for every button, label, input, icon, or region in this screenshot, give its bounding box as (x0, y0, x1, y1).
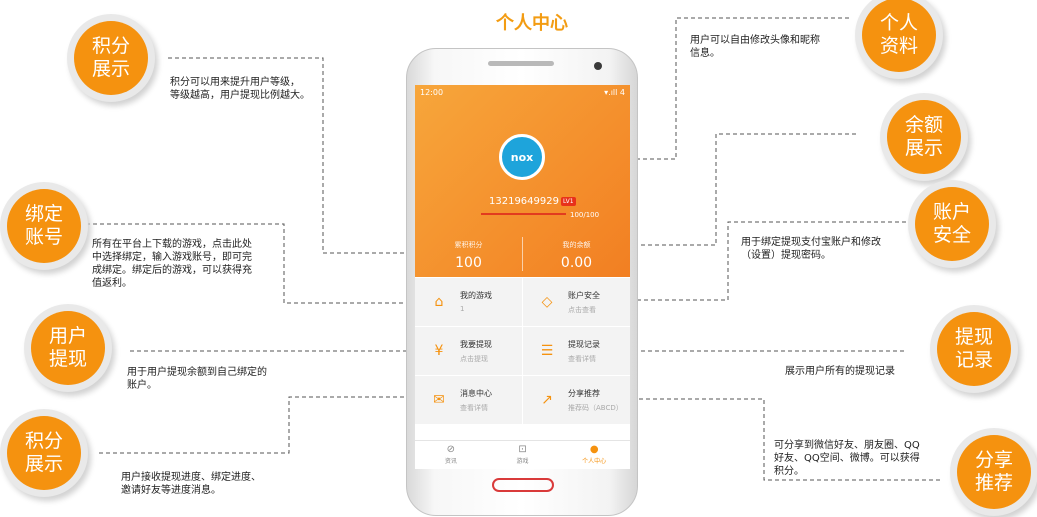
connector-points-bottom (99, 396, 440, 454)
note-points-top: 积分可以用来提升用户等级，等级越高，用户提现比例越大。 (170, 77, 310, 101)
bubble-profile: 个人资料 (862, 0, 936, 72)
bottom-tab-bar: ⊘ 资讯 ⊡ 游戏 ● 个人中心 (415, 440, 630, 469)
connector-points-top (168, 57, 462, 254)
menu-withdraw[interactable]: ¥ 我要提现 点击提现 (415, 327, 522, 375)
controller-icon: ⊡ (518, 444, 527, 455)
stat-divider (522, 237, 523, 271)
connector-profile (522, 17, 849, 160)
stat-points[interactable]: 累积积分 100 (454, 241, 483, 271)
menu-account-security[interactable]: ◇ 账户安全 点击查看 (523, 278, 630, 326)
note-points-bottom: 用户接收提现进度、绑定进度、邀请好友等进度消息。 (121, 472, 261, 496)
tab-news[interactable]: ⊘ 资讯 (415, 441, 487, 469)
status-time: 12:00 (420, 88, 444, 97)
bubble-bind-account: 绑定账号 (7, 189, 81, 263)
menu-withdraw-records[interactable]: ☰ 提现记录 查看详情 (523, 327, 630, 375)
tab-games[interactable]: ⊡ 游戏 (487, 441, 559, 469)
tab-profile[interactable]: ● 个人中心 (558, 441, 630, 469)
note-records: 展示用户所有的提现记录 (785, 366, 895, 377)
compass-icon: ⊘ (446, 444, 456, 455)
stat-balance[interactable]: 我的余额 0.00 (560, 241, 593, 271)
connector-bind (86, 223, 440, 304)
phone-camera (594, 62, 602, 70)
profile-header: 12:00 ▾.ıll 4 nox 13219649929 LV1 100/10… (415, 85, 630, 277)
note-bind-account: 所有在平台上下载的游戏，点击此处中选择绑定，输入游戏账号，即可完成绑定。绑定后的… (92, 239, 252, 289)
person-icon: ● (589, 444, 599, 455)
user-phone-number: 13219649929 (489, 196, 559, 207)
document-icon: ☰ (540, 343, 554, 359)
menu-my-games[interactable]: ⌂ 我的游戏 1 (415, 278, 522, 326)
note-withdraw: 用于用户提现余额到自己绑定的账户。 (127, 367, 267, 391)
message-icon: ✉ (433, 392, 445, 408)
diamond-icon: ◇ (541, 294, 553, 310)
bubble-security: 账户安全 (915, 187, 989, 261)
bubble-share: 分享推荐 (957, 435, 1031, 509)
exp-progress-bar (481, 213, 566, 215)
bubble-points-bottom: 积分展示 (7, 416, 81, 490)
menu-share[interactable]: ↗ 分享推荐 推荐码（ABCD） (523, 376, 630, 424)
share-icon: ↗ (541, 392, 553, 408)
phone-home-button[interactable] (492, 478, 554, 492)
status-indicators: ▾.ıll 4 (604, 88, 625, 97)
status-bar: 12:00 ▾.ıll 4 (420, 88, 625, 97)
connector-balance (563, 133, 856, 246)
page-title: 个人中心 (496, 13, 568, 34)
note-security: 用于绑定提现支付宝账户和修改（设置）提现密码。 (741, 237, 881, 261)
bubble-withdraw: 用户提现 (31, 311, 105, 385)
bubble-points-top: 积分展示 (74, 21, 148, 95)
piggy-icon: ¥ (434, 343, 444, 359)
bubble-records: 提现记录 (937, 312, 1011, 386)
connector-security (560, 221, 906, 301)
menu-message-center[interactable]: ✉ 消息中心 查看详情 (415, 376, 522, 424)
gamepad-icon: ⌂ (434, 294, 444, 310)
bubble-balance: 余额展示 (887, 100, 961, 174)
connector-share (600, 398, 940, 481)
phone-speaker (488, 61, 554, 66)
phone-screen: 12:00 ▾.ıll 4 nox 13219649929 LV1 100/10… (415, 85, 630, 469)
note-profile: 用户可以自由修改头像和昵称信息。 (690, 35, 820, 59)
level-badge: LV1 (561, 197, 576, 206)
avatar[interactable]: nox (499, 134, 545, 180)
exp-value: 100/100 (570, 211, 600, 219)
